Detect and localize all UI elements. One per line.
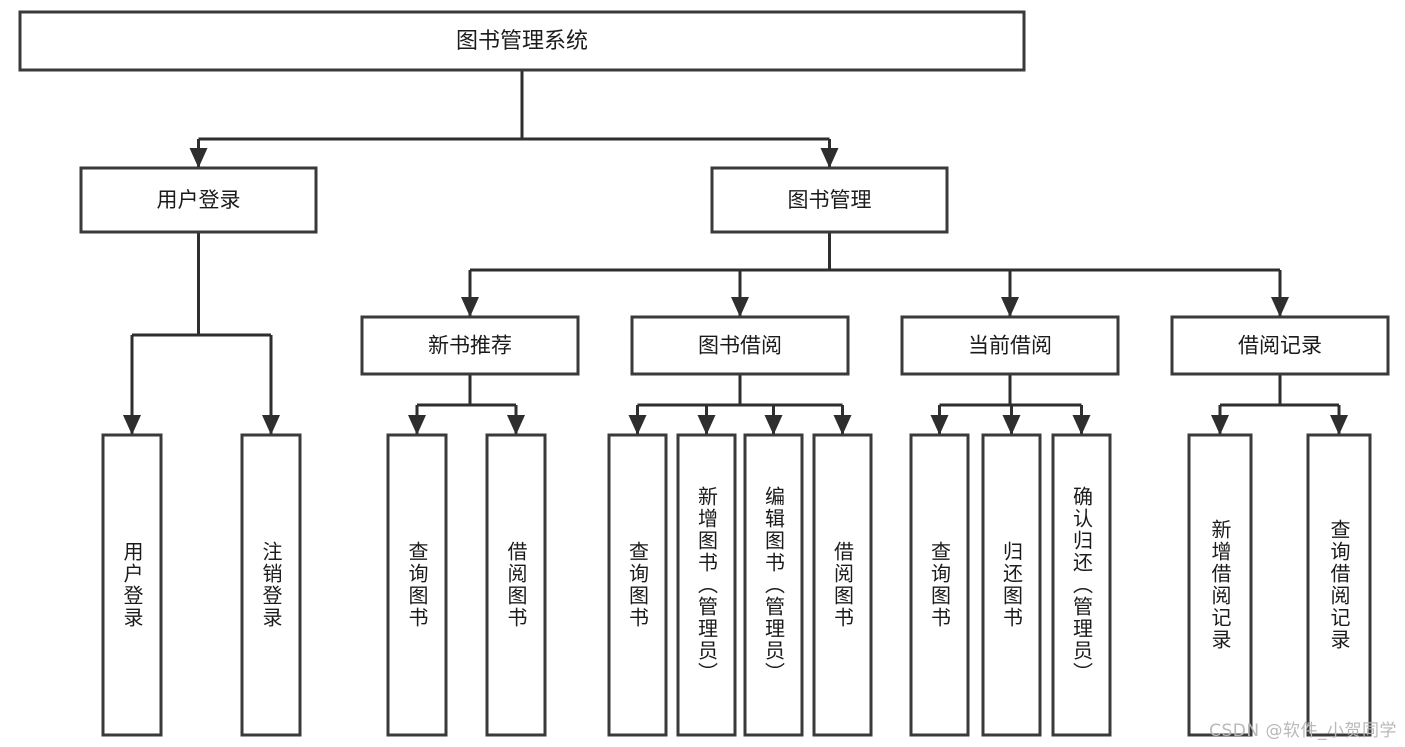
node-user-login[interactable]: 用户登录 [79,166,318,234]
arrow-head-icon [1002,415,1021,435]
node-leaf-borrow-query-book[interactable] [607,433,668,737]
arrow-head-icon [461,297,479,317]
node-book-borrow-rect[interactable] [630,315,850,376]
node-book-manage-label: 图书管理 [788,188,872,212]
node-book-borrow-label: 图书借阅 [698,334,782,358]
node-new-book-recommend-label: 新书推荐 [428,334,512,358]
arrow-head-icon [930,415,949,435]
node-leaf-user-login[interactable] [101,433,163,737]
node-current-borrow-label: 当前借阅 [968,334,1052,358]
node-leaf-rec-query-record[interactable] [1306,433,1372,737]
node-borrow-record[interactable]: 借阅记录 [1170,315,1390,376]
node-leaf-cur-query-book[interactable] [909,433,970,737]
node-leaf-cur-return-book[interactable] [981,433,1042,737]
node-current-borrow-rect[interactable] [900,315,1120,376]
node-user-login-rect[interactable] [79,166,318,234]
node-leaf-rec-query-record-rect[interactable] [1306,433,1372,737]
node-leaf-borrow-edit-book-rect[interactable] [743,433,804,737]
arrow-head-icon [507,415,525,435]
node-leaf-rec-borrow-book-rect[interactable] [485,433,547,737]
node-leaf-borrow-query-book-rect[interactable] [607,433,668,737]
node-user-login-label: 用户登录 [157,188,241,212]
node-leaf-rec-query-book[interactable] [386,433,448,737]
node-leaf-borrow-borrow-book[interactable] [812,433,873,737]
node-new-book-recommend-rect[interactable] [360,315,580,376]
connector-layer [123,70,1348,435]
arrow-head-icon [262,415,280,435]
node-book-manage[interactable]: 图书管理 [710,166,949,234]
node-leaf-rec-add-record[interactable] [1187,433,1253,737]
node-leaf-cur-confirm-return-rect[interactable] [1051,433,1112,737]
arrow-head-icon [1211,415,1229,435]
node-borrow-record-label: 借阅记录 [1238,334,1322,358]
node-current-borrow[interactable]: 当前借阅 [900,315,1120,376]
node-leaf-rec-borrow-book[interactable] [485,433,547,737]
arrow-head-icon [408,415,426,435]
arrow-head-icon [833,415,852,435]
node-leaf-rec-add-record-rect[interactable] [1187,433,1253,737]
arrow-head-icon [697,415,716,435]
node-leaf-cur-return-book-rect[interactable] [981,433,1042,737]
node-leaf-user-logout-rect[interactable] [240,433,302,737]
csdn-watermark: CSDN @软件_小贺同学 [1209,721,1397,741]
arrow-head-icon [731,297,749,317]
node-leaf-user-login-rect[interactable] [101,433,163,737]
node-leaf-cur-query-book-rect[interactable] [909,433,970,737]
arrow-head-icon [1330,415,1348,435]
node-leaf-borrow-borrow-book-rect[interactable] [812,433,873,737]
node-leaf-borrow-edit-book[interactable] [743,433,804,737]
node-leaf-user-logout[interactable] [240,433,302,737]
node-borrow-record-rect[interactable] [1170,315,1390,376]
node-root-图书管理系统[interactable]: 图书管理系统 [18,10,1026,72]
arrow-head-icon [189,148,208,168]
node-root-图书管理系统-rect[interactable] [18,10,1026,72]
arrow-head-icon [123,415,141,435]
node-leaf-borrow-add-book[interactable] [676,433,737,737]
node-leaf-cur-confirm-return[interactable] [1051,433,1112,737]
arrow-head-icon [1072,415,1091,435]
arrow-head-icon [1271,297,1289,317]
arrow-head-icon [628,415,647,435]
node-leaf-rec-query-book-rect[interactable] [386,433,448,737]
node-new-book-recommend[interactable]: 新书推荐 [360,315,580,376]
arrow-head-icon [1001,297,1019,317]
node-root-图书管理系统-label: 图书管理系统 [456,29,588,54]
arrow-head-icon [820,148,839,168]
node-book-borrow[interactable]: 图书借阅 [630,315,850,376]
node-book-manage-rect[interactable] [710,166,949,234]
arrow-head-icon [764,415,783,435]
node-leaf-borrow-add-book-rect[interactable] [676,433,737,737]
